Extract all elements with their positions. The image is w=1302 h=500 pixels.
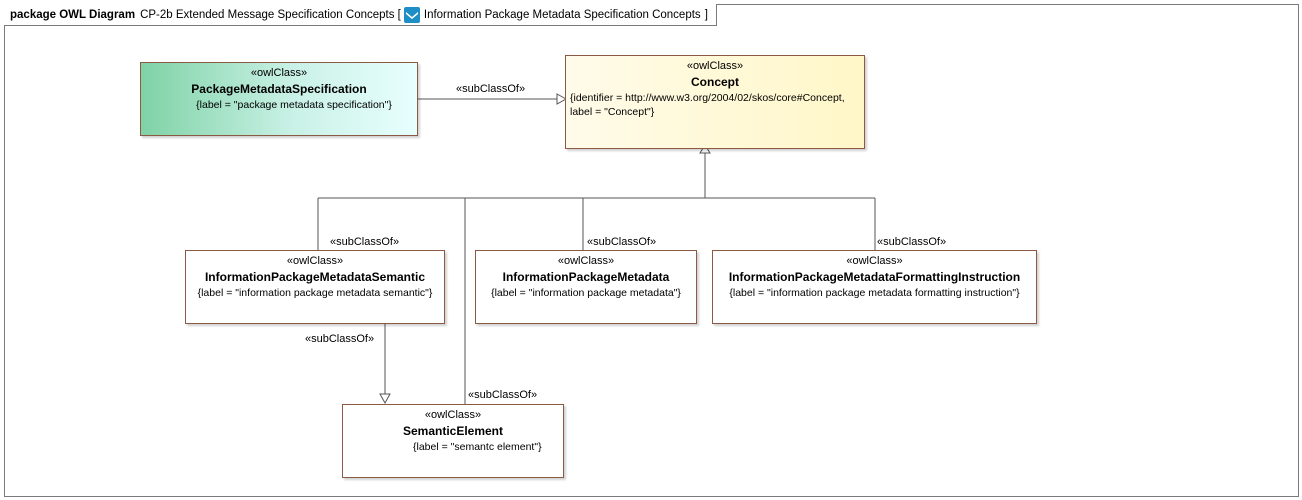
class-name: Concept xyxy=(691,75,739,89)
stereotype-label: «owlClass» xyxy=(557,255,615,267)
edge-label-semantic-element-concept: «subClassOf» xyxy=(468,389,538,401)
diagram-kind: package OWL Diagram xyxy=(10,8,136,21)
diagram-title-suffix: ] xyxy=(704,8,708,21)
edge-label-ipm-concept: «subClassOf» xyxy=(587,236,657,248)
stereotype-label: «owlClass» xyxy=(250,67,308,79)
class-information-package-metadata-formatting-instruction[interactable]: «owlClass» InformationPackageMetadataFor… xyxy=(712,250,1037,324)
tagged-value-identifier: {identifier = http://www.w3.org/2004/02/… xyxy=(570,92,845,104)
stereotype-label: «owlClass» xyxy=(686,60,744,72)
class-name: InformationPackageMetadata xyxy=(502,270,670,284)
subclass-edge-pms-concept[interactable] xyxy=(418,93,568,105)
diagram-title: CP-2b Extended Message Specification Con… xyxy=(140,8,401,21)
class-semantic-element[interactable]: «owlClass» SemanticElement {label = "sem… xyxy=(342,404,564,478)
tagged-value: {label = "information package metadata f… xyxy=(729,287,1020,299)
subclass-tree-to-concept[interactable] xyxy=(317,144,876,404)
class-name: InformationPackageMetadataFormattingInst… xyxy=(728,270,1021,284)
class-concept[interactable]: «owlClass» Concept {identifier = http://… xyxy=(565,55,865,149)
class-name: PackageMetadataSpecification xyxy=(191,82,367,96)
subclass-edge-ipms-semantic-element[interactable] xyxy=(379,324,391,405)
edge-label-ipms-concept: «subClassOf» xyxy=(330,236,400,248)
tagged-value: {label = "information package metadata"} xyxy=(491,287,681,299)
class-information-package-metadata[interactable]: «owlClass» InformationPackageMetadata {l… xyxy=(475,250,697,324)
edge-label-pms-concept: «subClassOf» xyxy=(456,83,526,95)
class-package-metadata-specification[interactable]: «owlClass» PackageMetadataSpecification … xyxy=(140,62,418,136)
diagram-icon[interactable] xyxy=(403,6,420,23)
tagged-value: {label = "information package metadata s… xyxy=(197,287,433,299)
edge-label-ipms-semantic-element: «subClassOf» xyxy=(305,333,375,345)
edge-label-ipmfi-concept: «subClassOf» xyxy=(877,236,947,248)
tagged-value: {label = "semantc element"} xyxy=(413,441,542,453)
diagram-header-tab: package OWL Diagram CP-2b Extended Messa… xyxy=(4,4,717,26)
stereotype-label: «owlClass» xyxy=(846,255,903,267)
class-name: InformationPackageMetadataSemantic xyxy=(204,270,426,284)
class-name: SemanticElement xyxy=(402,424,504,438)
class-information-package-metadata-semantic[interactable]: «owlClass» InformationPackageMetadataSem… xyxy=(185,250,445,324)
tagged-value-label: label = "Concept"} xyxy=(570,106,655,118)
stereotype-label: «owlClass» xyxy=(286,255,344,267)
stereotype-label: «owlClass» xyxy=(424,409,482,421)
tagged-value: {label = "package metadata specification… xyxy=(196,99,392,111)
diagram-context[interactable]: Information Package Metadata Specificati… xyxy=(423,8,701,21)
